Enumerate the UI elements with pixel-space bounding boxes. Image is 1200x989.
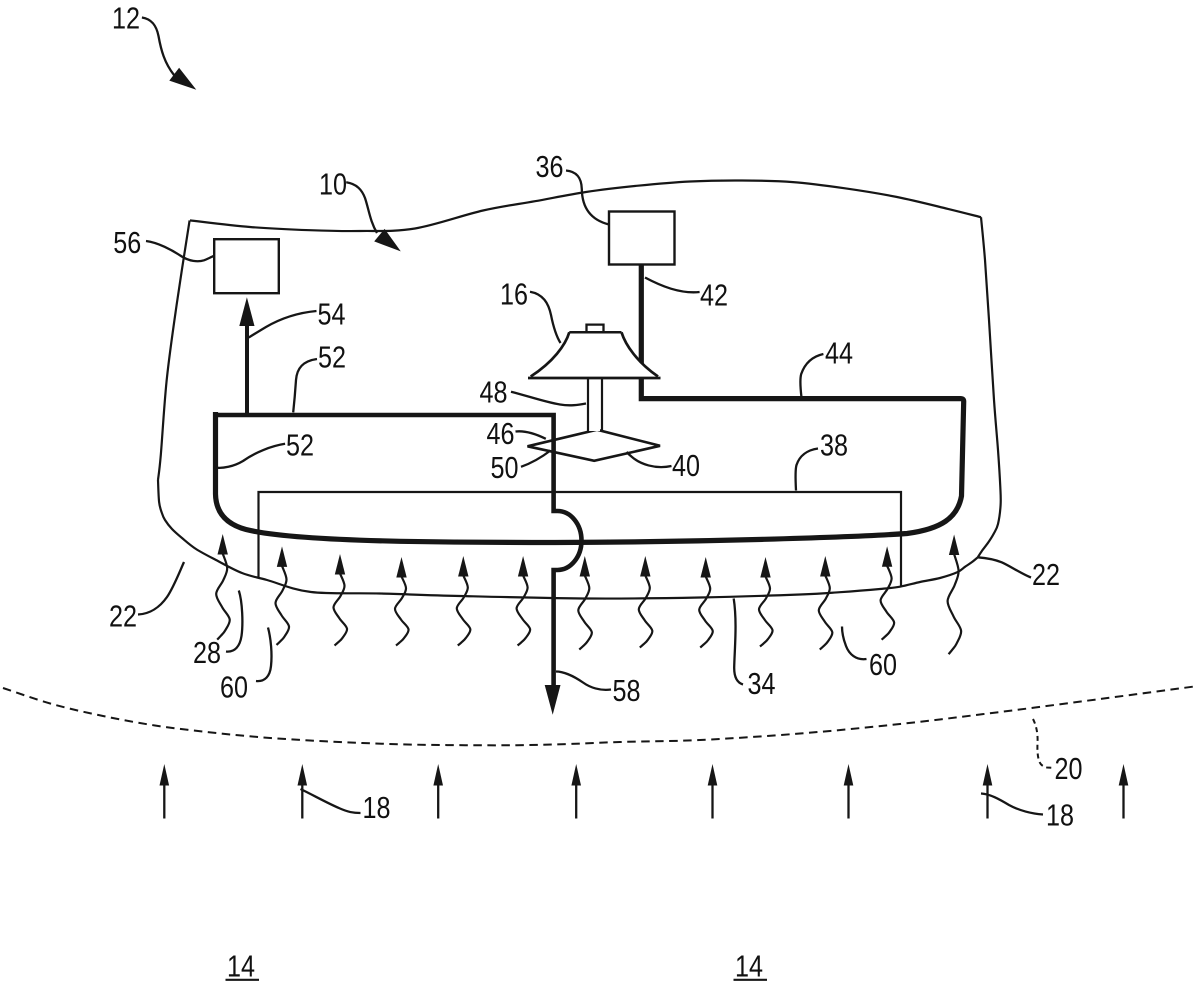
svg-text:22: 22 (1032, 557, 1060, 592)
svg-text:60: 60 (869, 647, 897, 682)
svg-text:38: 38 (820, 428, 848, 463)
svg-text:10: 10 (319, 167, 347, 202)
svg-text:46: 46 (487, 416, 515, 451)
svg-text:14: 14 (735, 949, 763, 984)
svg-text:18: 18 (363, 790, 391, 825)
svg-text:20: 20 (1055, 751, 1083, 786)
svg-text:36: 36 (536, 149, 564, 184)
svg-text:28: 28 (193, 635, 221, 670)
svg-text:14: 14 (227, 949, 255, 984)
svg-text:16: 16 (500, 277, 528, 312)
svg-text:18: 18 (1046, 798, 1074, 833)
svg-text:60: 60 (220, 670, 248, 705)
svg-text:56: 56 (113, 225, 141, 260)
svg-text:52: 52 (318, 340, 346, 375)
svg-text:40: 40 (672, 448, 700, 483)
svg-text:48: 48 (480, 375, 508, 410)
svg-text:50: 50 (491, 450, 519, 485)
svg-text:22: 22 (109, 599, 137, 634)
svg-text:58: 58 (613, 673, 641, 708)
svg-text:34: 34 (748, 666, 776, 701)
svg-text:52: 52 (286, 428, 314, 463)
svg-text:54: 54 (318, 297, 346, 332)
svg-text:12: 12 (112, 1, 140, 36)
svg-text:44: 44 (825, 336, 853, 371)
svg-text:42: 42 (700, 278, 728, 313)
